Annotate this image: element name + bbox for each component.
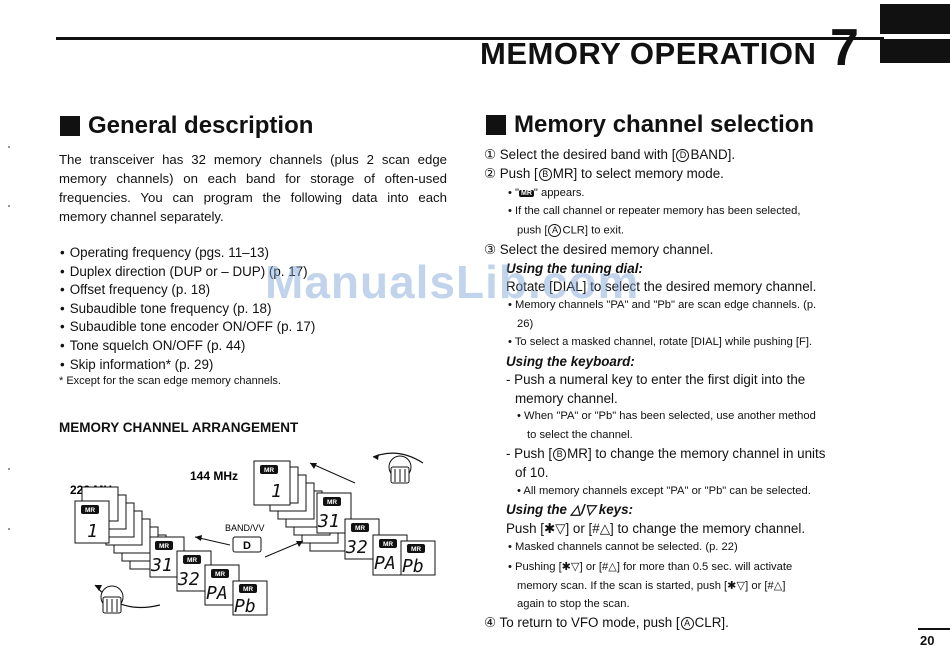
scroll-direction-arrow	[309, 462, 356, 484]
svg-text:Pb: Pb	[402, 556, 424, 577]
updown-keys-instruction: Push [✱▽] or [#△] to change the memory c…	[506, 521, 806, 536]
scan-speck	[8, 468, 10, 470]
keyboard-note: • All memory channels except "PA" or "Pb…	[517, 485, 811, 497]
page-number: 20	[920, 633, 935, 648]
side-tab-marker-lower	[880, 39, 950, 63]
keyboard-note-cont: to select the channel.	[527, 429, 633, 441]
heading-square-icon	[486, 115, 506, 135]
updown-keys-subheading: Using the △/▽ keys:	[506, 502, 634, 517]
keyboard-instruction: - Push a numeral key to enter the first …	[506, 372, 806, 387]
svg-text:MR: MR	[215, 571, 225, 578]
keyboard-subheading: Using the keyboard:	[506, 354, 635, 369]
scroll-direction-arrowhead	[310, 463, 317, 469]
updown-keys-note-cont: again to stop the scan.	[517, 598, 630, 610]
side-tab-marker	[880, 4, 950, 34]
step-2-note: • If the call channel or repeater memory…	[508, 205, 801, 217]
mr-badge-labels: MR MR MR MR MR MR MR MR MR MR	[85, 467, 421, 593]
svg-text:MR: MR	[355, 525, 365, 532]
mr-key-icon: B	[553, 447, 567, 461]
chapter-number: 7	[830, 19, 859, 77]
label-144mhz: 144 MHz	[190, 469, 238, 483]
memory-arrangement-diagram: 144 MHz 222 MHz	[70, 452, 436, 617]
band-key-label: BAND/VV	[225, 523, 265, 533]
band-switch-arrowhead	[195, 535, 202, 541]
list-item: Skip information* (p. 29)	[60, 356, 315, 375]
svg-text:MR: MR	[85, 507, 95, 514]
svg-text:32: 32	[345, 537, 368, 558]
footnote: * Except for the scan edge memory channe…	[59, 375, 281, 387]
header-rule	[56, 37, 884, 40]
band-key	[232, 536, 262, 553]
band-key-icon: D	[676, 148, 690, 162]
step-3: ③ Select the desired memory channel.	[484, 242, 714, 257]
dial-note: • Memory channels "PA" and "Pb" are scan…	[508, 299, 817, 311]
updown-keys-note: • Masked channels cannot be selected. (p…	[508, 541, 738, 553]
keyboard-instruction-cont: memory channel.	[515, 391, 618, 406]
svg-text:MR: MR	[411, 546, 421, 553]
scan-speck	[8, 205, 10, 207]
svg-text:1: 1	[271, 481, 282, 502]
svg-text:PA: PA	[206, 583, 228, 604]
dial-subheading: Using the tuning dial:	[506, 261, 643, 276]
band-switch-arrowhead	[296, 541, 303, 547]
svg-text:31: 31	[150, 555, 173, 576]
intro-paragraph: The transceiver has 32 memory channels (…	[59, 152, 447, 224]
memory-channel-selection-heading: Memory channel selection	[486, 111, 814, 139]
list-item: Duplex direction (DUP or – DUP) (p. 17)	[60, 263, 315, 282]
step-2-note: • "MR" appears.	[508, 187, 585, 199]
dial-note-cont: 26)	[517, 318, 534, 330]
list-item: Subaudible tone frequency (p. 18)	[60, 300, 315, 319]
general-description-heading: General description	[60, 112, 313, 140]
lcd-digits: 1 31 32 PA Pb 1 31 32 PA Pb	[87, 481, 424, 617]
svg-text:MR: MR	[327, 499, 337, 506]
dial-note: • To select a masked channel, rotate [DI…	[508, 336, 813, 348]
arrangement-title: MEMORY CHANNEL ARRANGEMENT	[59, 420, 299, 435]
updown-keys-note: • Pushing [✱▽] or [#△] for more than 0.5…	[508, 561, 793, 573]
svg-text:MR: MR	[159, 543, 169, 550]
list-item: Subaudible tone encoder ON/OFF (p. 17)	[60, 318, 316, 337]
heading-square-icon	[60, 116, 80, 136]
mr-badges	[81, 465, 425, 593]
svg-text:PA: PA	[374, 553, 396, 574]
keyboard-note: • When "PA" or "Pb" has been selected, u…	[517, 410, 816, 422]
svg-text:MR: MR	[243, 586, 253, 593]
scan-speck	[8, 528, 10, 530]
watermark: ManualsLib.com	[265, 256, 640, 308]
svg-text:MR: MR	[187, 557, 197, 564]
list-item: Offset frequency (p. 18)	[60, 281, 315, 300]
clr-key-icon: A	[680, 616, 694, 630]
chapter-title: MEMORY OPERATION	[480, 36, 817, 71]
mr-indicator-icon: MR	[519, 189, 534, 197]
page-number-rule	[918, 628, 950, 630]
svg-text:32: 32	[177, 569, 200, 590]
mr-key-icon: B	[538, 167, 552, 181]
dial-knob-icon	[94, 584, 161, 614]
list-item: Tone squelch ON/OFF (p. 44)	[60, 337, 315, 356]
svg-text:Pb: Pb	[234, 596, 256, 617]
dial-instruction: Rotate [DIAL] to select the desired memo…	[506, 279, 817, 294]
svg-text:MR: MR	[264, 467, 274, 474]
svg-text:MR: MR	[383, 541, 393, 548]
dial-knob-icon	[372, 452, 424, 484]
svg-text:1: 1	[87, 521, 98, 542]
list-item: Operating frequency (pgs. 11–13)	[60, 244, 315, 263]
scan-speck	[8, 146, 10, 148]
clr-key-icon: A	[548, 224, 562, 237]
svg-text:D: D	[243, 540, 251, 552]
svg-text:31: 31	[317, 511, 340, 532]
updown-keys-note-cont: memory scan. If the scan is started, pus…	[517, 580, 786, 592]
band-switch-arrow	[264, 540, 304, 558]
programmable-data-list: Operating frequency (pgs. 11–13) Duplex …	[60, 244, 316, 375]
keyboard-instruction-cont: of 10.	[515, 465, 549, 480]
